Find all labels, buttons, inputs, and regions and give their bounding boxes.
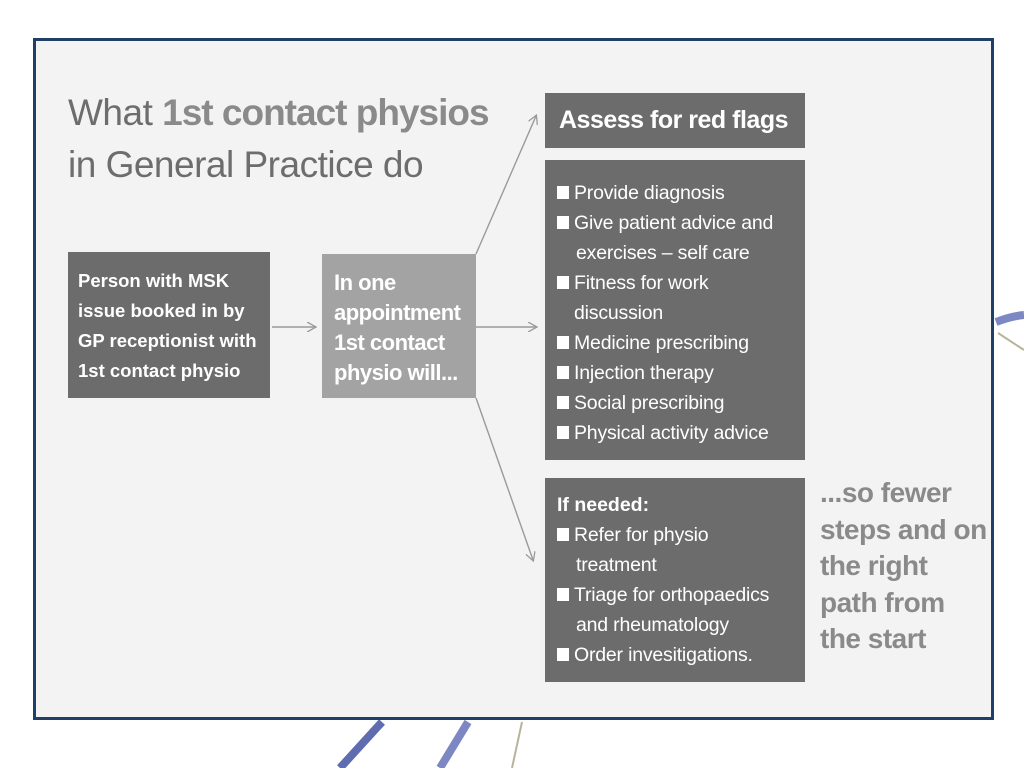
bullet-square-icon <box>557 216 569 229</box>
services-list: Provide diagnosis Give patient advice an… <box>557 178 793 448</box>
diagram-frame: What 1st contact physios in General Prac… <box>33 38 994 720</box>
list-item: Fitness for work discussion <box>557 268 793 328</box>
red-flags-box: Assess for red flags <box>545 93 805 148</box>
appointment-box-text: In one appointment 1st contact physio wi… <box>334 270 461 385</box>
tagline: ...so fewer steps and on the right path … <box>820 477 987 654</box>
list-item-continuation: exercises – self care <box>576 242 750 264</box>
bullet-square-icon <box>557 396 569 409</box>
list-item: Medicine prescribing <box>557 328 793 358</box>
list-item: Order invesitigations. <box>557 640 793 670</box>
red-flags-text: Assess for red flags <box>559 106 789 134</box>
list-item: Give patient advice and <box>557 208 793 238</box>
list-item: Injection therapy <box>557 358 793 388</box>
arrow-to-red-flags <box>475 116 536 255</box>
person-box: Person with MSK issue booked in by GP re… <box>68 252 270 398</box>
appointment-box: In one appointment 1st contact physio wi… <box>322 254 476 398</box>
bullet-square-icon <box>557 528 569 541</box>
list-item: Social prescribing <box>557 388 793 418</box>
bullet-square-icon <box>557 336 569 349</box>
bullet-square-icon <box>557 366 569 379</box>
diagram-title: What 1st contact physios in General Prac… <box>68 87 528 191</box>
bullet-square-icon <box>557 588 569 601</box>
list-item: Triage for orthopaedics <box>557 580 793 610</box>
if-needed-list: Refer for physio treatment Triage for or… <box>557 520 793 670</box>
list-item: Physical activity advice <box>557 418 793 448</box>
arrow-to-if-needed <box>475 397 533 560</box>
list-item-continuation: and rheumatology <box>576 614 729 636</box>
bullet-square-icon <box>557 276 569 289</box>
title-prefix: What <box>68 92 163 133</box>
title-line2: in General Practice do <box>68 144 424 185</box>
if-needed-heading: If needed: <box>557 494 650 516</box>
title-emphasis: 1st contact physios <box>162 92 489 133</box>
list-item: Provide diagnosis <box>557 178 793 208</box>
services-list-box: Provide diagnosis Give patient advice an… <box>545 160 805 460</box>
bullet-square-icon <box>557 648 569 661</box>
flow-arrows <box>272 41 994 717</box>
bullet-square-icon <box>557 426 569 439</box>
list-item-continuation: treatment <box>576 554 657 576</box>
if-needed-box: If needed: Refer for physio treatment Tr… <box>545 478 805 682</box>
bullet-square-icon <box>557 186 569 199</box>
person-box-text: Person with MSK issue booked in by GP re… <box>78 270 257 381</box>
list-item: Refer for physio <box>557 520 793 550</box>
